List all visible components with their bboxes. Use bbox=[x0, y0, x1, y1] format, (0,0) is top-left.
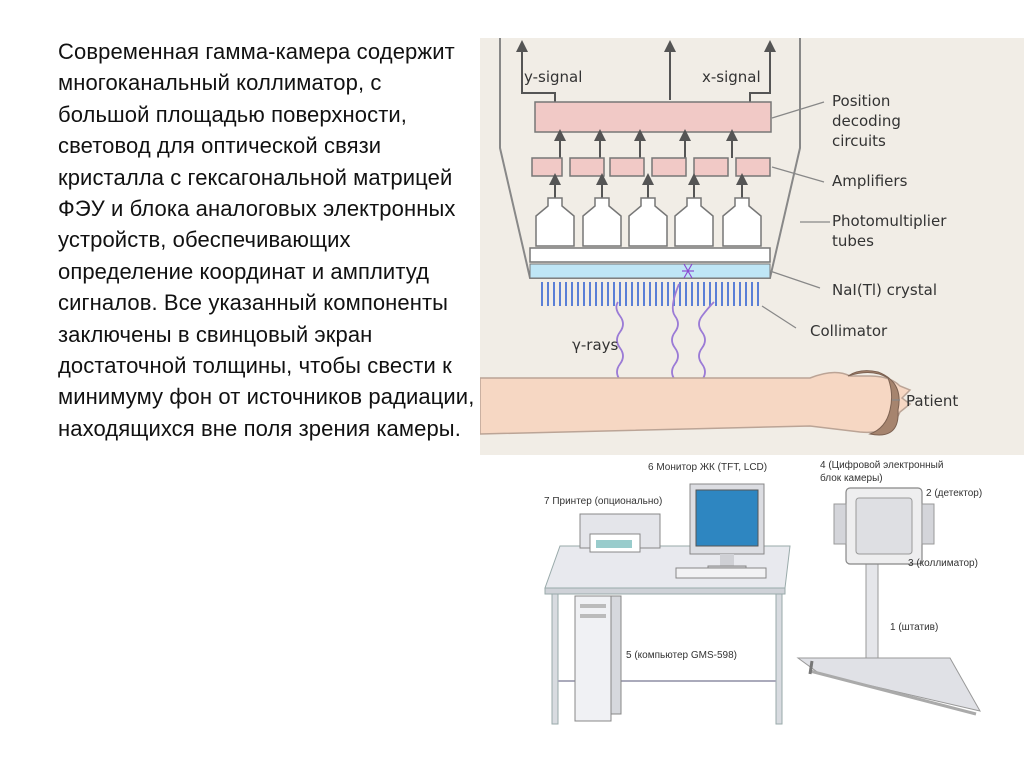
gamma-camera-diagram: y-signal x-signal bbox=[480, 38, 1024, 455]
monitor bbox=[675, 483, 767, 579]
label-circuits: circuits bbox=[832, 132, 886, 150]
label-collimator-ru: 3 (коллиматор) bbox=[908, 558, 978, 569]
x-signal-label: x-signal bbox=[702, 68, 761, 86]
description-text: Современная гамма-камера содержит многок… bbox=[58, 39, 475, 441]
leader-lines bbox=[761, 101, 900, 401]
gamma-rays bbox=[615, 283, 715, 381]
label-patient: Patient bbox=[906, 392, 958, 410]
label-decoding: decoding bbox=[832, 112, 901, 130]
label-crystal: NaI(Tl) crystal bbox=[832, 281, 937, 299]
label-monitor: 6 Монитор ЖК (TFT, LCD) bbox=[648, 462, 767, 473]
printer bbox=[579, 513, 661, 553]
label-photomultiplier: Photomultiplier bbox=[832, 212, 947, 230]
photomultiplier-tubes bbox=[535, 197, 762, 247]
equipment-illustration: 6 Монитор ЖК (TFT, LCD) 4 (Цифровой элек… bbox=[544, 459, 982, 725]
detector-head bbox=[833, 487, 935, 565]
label-amplifiers: Amplifiers bbox=[832, 172, 908, 190]
position-decoding-block bbox=[534, 101, 772, 133]
label-printer: 7 Принтер (опционально) bbox=[544, 496, 662, 507]
label-tubes: tubes bbox=[832, 232, 874, 250]
label-computer: 5 (компьютер GMS-598) bbox=[626, 650, 737, 661]
amplifier-arrows bbox=[554, 129, 738, 158]
collimator bbox=[541, 282, 759, 306]
label-detector: 2 (детектор) bbox=[926, 488, 982, 499]
pmt-arrows bbox=[549, 173, 748, 198]
nai-crystal bbox=[529, 263, 771, 279]
camera-stand bbox=[796, 563, 981, 716]
gamma-rays-label: γ-rays bbox=[572, 336, 619, 354]
label-collimator: Collimator bbox=[810, 322, 888, 340]
light-guide bbox=[529, 247, 771, 263]
y-signal-label: y-signal bbox=[524, 68, 582, 86]
patient-hair bbox=[847, 370, 900, 436]
amplifier-row bbox=[531, 157, 771, 177]
label-block-line1: 4 (Цифровой электронный bbox=[820, 459, 943, 471]
computer-tower bbox=[574, 595, 622, 722]
label-stand: 1 (штатив) bbox=[890, 622, 938, 633]
scintillation-flash bbox=[682, 263, 694, 279]
label-block-line2: блок камеры) bbox=[820, 472, 883, 484]
patient-body bbox=[480, 371, 912, 435]
label-position: Position bbox=[832, 92, 890, 110]
